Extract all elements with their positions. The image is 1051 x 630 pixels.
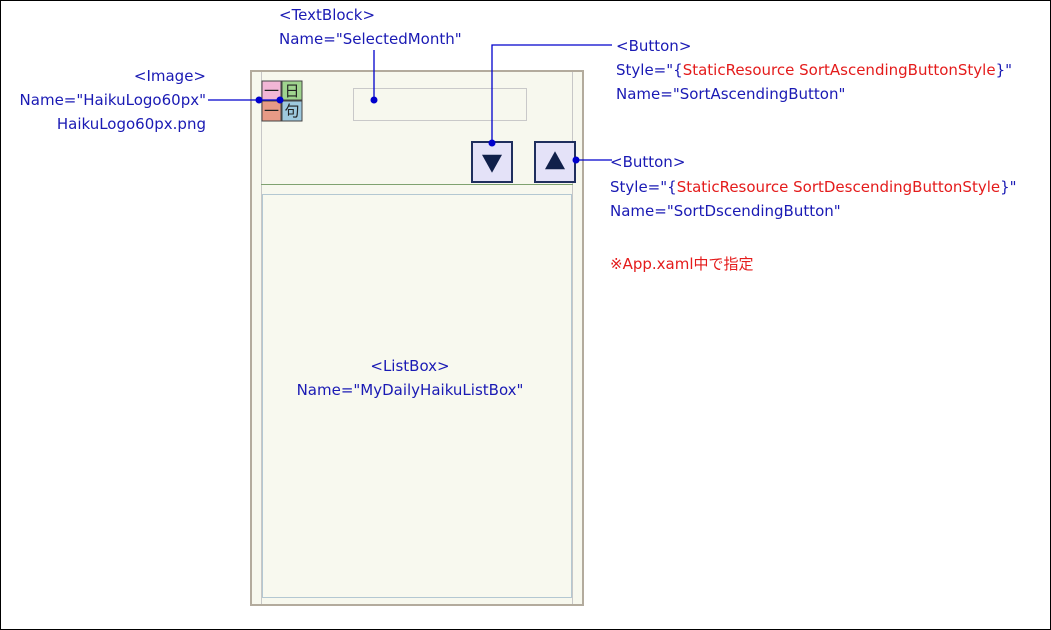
selected-month-textblock — [353, 88, 527, 121]
logo-cell-2 — [281, 80, 303, 101]
logo-cell-4 — [281, 100, 303, 122]
haiku-logo-image: 一 日 一 句 — [261, 80, 303, 122]
listbox-name-label: Name="MyDailyHaikuListBox" — [296, 381, 524, 399]
ascending-button-tag-label: <Button> — [616, 37, 692, 55]
image-tag-label: <Image> — [133, 67, 206, 85]
listbox-tag-label: <ListBox> — [370, 357, 450, 375]
sort-descending-arrow-button[interactable] — [471, 141, 513, 183]
textblock-name-label: Name="SelectedMonth" — [279, 30, 462, 48]
header-separator — [261, 184, 573, 185]
phone-inner-border-left — [261, 72, 262, 604]
ascending-button-style-label: Style="{StaticResource SortAscendingButt… — [616, 61, 1013, 79]
phone-inner-border-right — [572, 72, 573, 604]
logo-glyph-4: 句 — [284, 102, 299, 120]
logo-glyph-3: 一 — [264, 102, 279, 120]
image-name-label: Name="HaikuLogo60px" — [19, 91, 206, 109]
textblock-tag-label: <TextBlock> — [279, 6, 376, 24]
app-xaml-note: ※App.xaml中で指定 — [610, 255, 754, 273]
triangle-down-icon — [482, 154, 502, 173]
triangle-up-icon — [545, 151, 565, 170]
logo-cell-3 — [261, 100, 282, 122]
phone-frame: 一 日 一 句 — [250, 70, 584, 606]
descending-button-name-label: Name="SortDscendingButton" — [610, 202, 841, 220]
image-file-label: HaikuLogo60px.png — [56, 115, 206, 133]
sort-ascending-arrow-button[interactable] — [534, 141, 576, 183]
ascending-button-name-label: Name="SortAscendingButton" — [616, 85, 846, 103]
logo-glyph-2: 日 — [284, 82, 299, 100]
descending-button-style-label: Style="{StaticResource SortDescendingBut… — [610, 178, 1017, 196]
haiku-listbox[interactable] — [262, 194, 572, 598]
descending-button-tag-label: <Button> — [610, 153, 686, 171]
logo-glyph-1: 一 — [264, 82, 279, 100]
